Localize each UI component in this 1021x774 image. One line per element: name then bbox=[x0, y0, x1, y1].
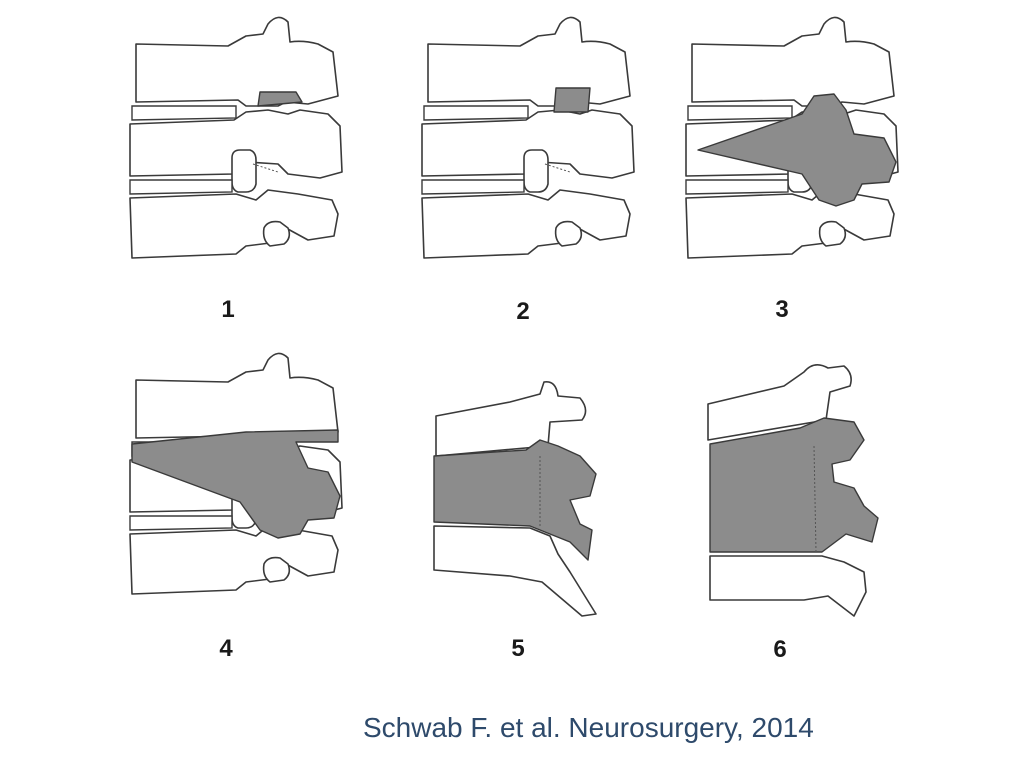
spine-grade-6-drawing bbox=[707, 364, 879, 617]
citation-text: Schwab F. et al. Neurosurgery, 2014 bbox=[363, 712, 814, 743]
panel-3-illustration bbox=[684, 14, 899, 279]
facet-resection-highlight bbox=[257, 91, 303, 107]
panel-5-illustration bbox=[430, 376, 620, 626]
spine-grade-2-drawing bbox=[421, 16, 635, 259]
posterior-column-resection-highlight bbox=[553, 87, 591, 113]
spine-grade-5-drawing bbox=[433, 380, 597, 617]
panel-4-illustration bbox=[128, 350, 343, 615]
panel-3-number: 3 bbox=[775, 296, 789, 323]
panel-1-illustration bbox=[128, 14, 343, 279]
panel-5-number: 5 bbox=[511, 635, 525, 662]
spine-grade-1-drawing bbox=[129, 16, 343, 259]
vertebral-column-resection-block bbox=[433, 439, 597, 561]
panel-6-number: 6 bbox=[773, 636, 787, 663]
panel-1-number: 1 bbox=[221, 296, 235, 323]
panel-2-illustration bbox=[420, 14, 635, 279]
extended-wedge-resection bbox=[131, 429, 341, 539]
pedicle-subtraction-wedge bbox=[697, 93, 897, 207]
panel-2-number: 2 bbox=[516, 298, 530, 325]
multilevel-column-resection-block bbox=[709, 417, 879, 553]
panel-4-number: 4 bbox=[219, 635, 233, 662]
spine-grade-3-drawing bbox=[685, 16, 899, 259]
panel-6-illustration bbox=[704, 356, 904, 646]
spine-grade-4-drawing bbox=[129, 352, 343, 595]
